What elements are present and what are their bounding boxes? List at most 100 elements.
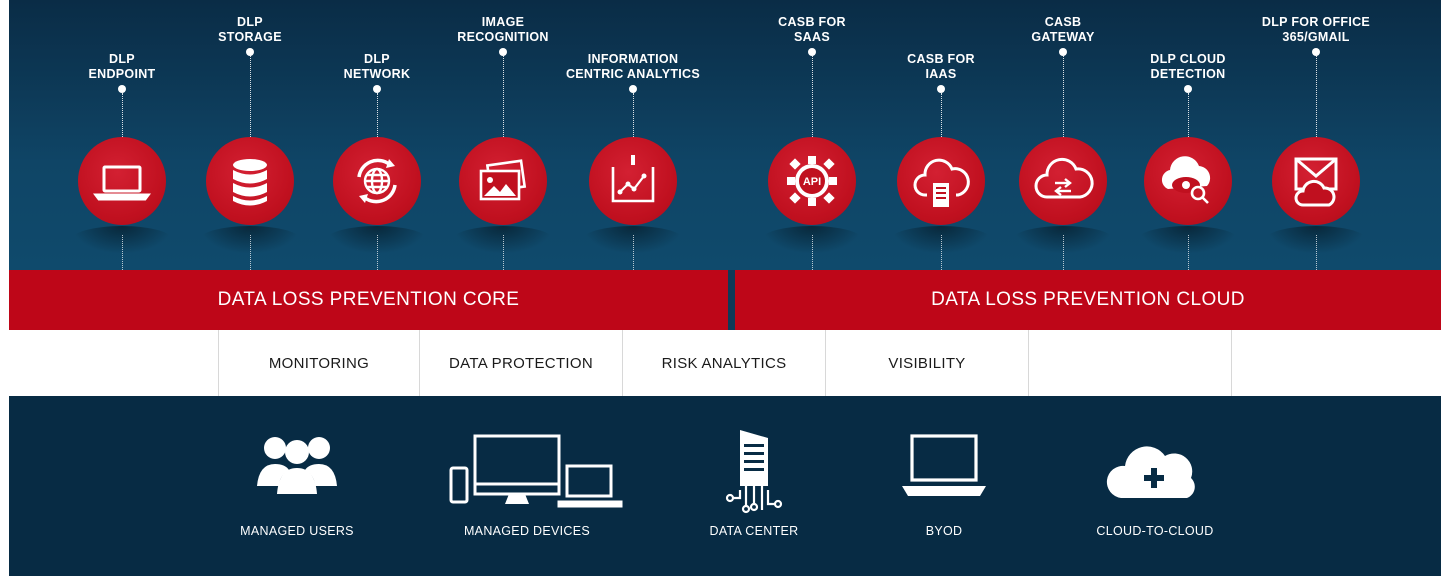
product-label-line: SAAS bbox=[794, 30, 830, 44]
capability-cell bbox=[1231, 330, 1434, 396]
connector-line bbox=[502, 56, 504, 137]
product-label-line: IAAS bbox=[925, 67, 957, 81]
deployment-panel: MANAGED USERS MANAGED DEVICES DATA CENTER B… bbox=[9, 396, 1441, 576]
product-label-line: CASB FOR bbox=[778, 15, 846, 29]
connector-line bbox=[940, 235, 942, 270]
product-label-line: DLP CLOUD bbox=[1150, 52, 1226, 66]
capabilities-row: MONITORING DATA PROTECTION RISK ANALYTIC… bbox=[218, 330, 1441, 396]
capability-cell: MONITORING bbox=[218, 330, 419, 396]
api-gear-icon: API bbox=[768, 137, 856, 225]
connector-dot bbox=[373, 85, 381, 93]
capability-cell: DATA PROTECTION bbox=[419, 330, 622, 396]
images-icon bbox=[459, 137, 547, 225]
connector-dot bbox=[246, 48, 254, 56]
connector-line bbox=[376, 93, 378, 137]
connector-line bbox=[249, 56, 251, 137]
product-label-line: RECOGNITION bbox=[457, 30, 549, 44]
deployment-label: DATA CENTER bbox=[709, 524, 799, 538]
cloud-server-icon bbox=[897, 137, 985, 225]
product-label-line: CENTRIC ANALYTICS bbox=[565, 67, 701, 81]
connector-line bbox=[1187, 235, 1189, 270]
deployment-data-center: DATA CENTER bbox=[654, 396, 854, 576]
product-label-line: CASB bbox=[1044, 15, 1082, 29]
connector-dot bbox=[1312, 48, 1320, 56]
product-label-line: GATEWAY bbox=[1031, 30, 1095, 44]
product-label-line: NETWORK bbox=[343, 67, 411, 81]
connector-dot bbox=[808, 48, 816, 56]
deployment-cloud-to-cloud: CLOUD-TO-CLOUD bbox=[1055, 396, 1255, 576]
deployment-managed-devices: MANAGED DEVICES bbox=[427, 396, 627, 576]
connector-line bbox=[811, 56, 813, 137]
laptop-icon bbox=[78, 137, 166, 225]
connector-line bbox=[811, 235, 813, 270]
cloud-eye-search-icon bbox=[1144, 137, 1232, 225]
product-label-line: ENDPOINT bbox=[88, 67, 156, 81]
bar-divider bbox=[728, 270, 735, 330]
product-label-line: DLP bbox=[364, 52, 390, 66]
product-label-line: IMAGE bbox=[481, 15, 525, 29]
connector-dot bbox=[118, 85, 126, 93]
connector-line bbox=[502, 235, 504, 270]
connector-line bbox=[249, 235, 251, 270]
connector-dot bbox=[1184, 85, 1192, 93]
globe-sync-icon bbox=[333, 137, 421, 225]
connector-dot bbox=[1059, 48, 1067, 56]
deployment-label: BYOD bbox=[925, 524, 963, 538]
product-label-line: 365/GMAIL bbox=[1282, 30, 1350, 44]
deployment-label: CLOUD-TO-CLOUD bbox=[1096, 524, 1214, 538]
connector-dot bbox=[629, 85, 637, 93]
envelope-cloud-icon bbox=[1272, 137, 1360, 225]
connector-line bbox=[1062, 235, 1064, 270]
deployment-label: MANAGED DEVICES bbox=[463, 524, 591, 538]
analytics-chart-icon bbox=[589, 137, 677, 225]
database-icon bbox=[206, 137, 294, 225]
capability-cell: VISIBILITY bbox=[825, 330, 1028, 396]
svg-text:API: API bbox=[803, 176, 821, 188]
deployment-label: MANAGED USERS bbox=[240, 524, 354, 538]
deployment-managed-users: MANAGED USERS bbox=[197, 396, 397, 576]
product-label-line: DLP FOR OFFICE bbox=[1261, 15, 1371, 29]
product-label-line: CASB FOR bbox=[907, 52, 975, 66]
capability-cell: RISK ANALYTICS bbox=[622, 330, 825, 396]
deployment-byod: BYOD bbox=[844, 396, 1044, 576]
connector-line bbox=[940, 93, 942, 137]
connector-line bbox=[376, 235, 378, 270]
product-label-line: STORAGE bbox=[218, 30, 282, 44]
product-label-line: INFORMATION bbox=[587, 52, 679, 66]
connector-line bbox=[632, 93, 634, 137]
product-label-line: DETECTION bbox=[1150, 67, 1226, 81]
connector-line bbox=[632, 235, 634, 270]
cloud-gateway-icon bbox=[1019, 137, 1107, 225]
connector-line bbox=[121, 93, 123, 137]
product-label-line: DLP bbox=[237, 15, 263, 29]
connector-line bbox=[1315, 56, 1317, 137]
connector-dot bbox=[499, 48, 507, 56]
dlp-cloud-bar: DATA LOSS PREVENTION CLOUD bbox=[735, 270, 1441, 330]
product-label-line: DLP bbox=[109, 52, 135, 66]
connector-dot bbox=[937, 85, 945, 93]
connector-line bbox=[121, 235, 123, 270]
connector-line bbox=[1315, 235, 1317, 270]
connector-line bbox=[1187, 93, 1189, 137]
